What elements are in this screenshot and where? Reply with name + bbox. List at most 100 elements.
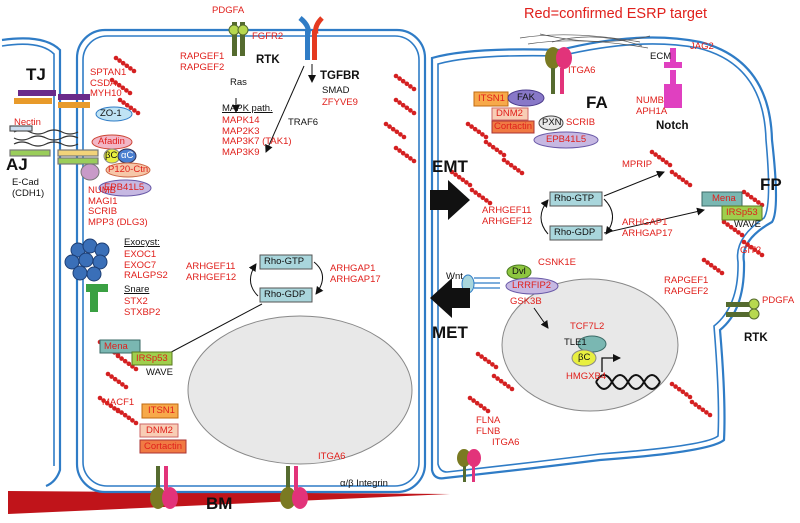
met-arrow-shape	[430, 278, 470, 318]
tgfbr-label: TGFBR	[320, 70, 360, 82]
rho-gef-right: ARHGEF11 ARHGEF12	[482, 205, 533, 227]
mapk-header: MAPK path.	[222, 103, 273, 114]
mena-left-label: Mena	[104, 341, 128, 352]
alpha-catenin-label: αC	[121, 150, 134, 161]
git2-label: GIT2	[740, 245, 762, 256]
exocyst-targets: EXOC1 EXOC7 RALGPS2	[124, 249, 168, 281]
snare-targets: STX2 STXBP2	[124, 296, 161, 318]
epb41l5-right-label: EPB41L5	[546, 134, 587, 145]
scrib-right-label: SCRIB	[566, 117, 596, 128]
rho-gtp-left: Rho-GTP	[264, 256, 305, 267]
rtk-left-label: RTK	[256, 54, 280, 66]
rapgef-right-label: RAPGEF1 RAPGEF2	[664, 275, 709, 297]
tcf7l2-label: TCF7L2	[570, 321, 605, 332]
mprip-label: MPRIP	[622, 159, 653, 170]
epb41l5-left-label: EPB41L5	[104, 182, 145, 193]
basement-membrane	[8, 491, 450, 514]
left-cell-membrane	[1, 28, 427, 494]
fa-label: FA	[586, 93, 608, 112]
itga6-right-bottom-label: ITGA6	[492, 437, 520, 448]
fp-label: FP	[760, 175, 782, 194]
fak-label: FAK	[517, 92, 535, 103]
legend-text: Red=confirmed ESRP target	[524, 6, 708, 22]
rho-gef-left: ARHGEF11 ARHGEF12	[186, 261, 237, 283]
rho-gap-right: ARHGAP1 ARHGAP17	[622, 217, 673, 239]
beta-catenin-right-label: βC	[578, 352, 591, 363]
integrins-right	[457, 47, 572, 482]
emt-label: EMT	[432, 157, 468, 176]
left-nucleus	[187, 315, 413, 465]
jag2-label: JAG2	[690, 41, 714, 52]
dnm2-right-label: DNM2	[496, 108, 523, 119]
dnm2-left-label: DNM2	[146, 425, 173, 436]
right-rho-gdp-box	[549, 225, 603, 241]
wnt-label: Wnt	[446, 271, 463, 282]
met-label: MET	[432, 323, 468, 342]
tgfbr-receptor	[298, 16, 324, 60]
smad-label: SMAD	[322, 85, 350, 96]
nectin-label: Nectin	[14, 117, 41, 128]
fgfr2-label: FGFR2	[252, 31, 284, 42]
notch-targets: NUMB APH1A	[636, 95, 668, 117]
tight-junction-proteins	[14, 90, 133, 122]
mena-right-label: Mena	[712, 193, 736, 204]
dvl-label: Dvl	[512, 266, 526, 277]
rtk-right-label: RTK	[744, 332, 768, 344]
wave-left-label: WAVE	[146, 367, 173, 378]
csnk1e-label: CSNK1E	[538, 257, 577, 268]
adherens-junction-proteins	[9, 125, 99, 165]
macf1-label: MACF1	[102, 397, 135, 408]
beta-catenin-label: βC	[105, 150, 118, 161]
tj-targets: SPTAN1 CSDA MYH10	[90, 67, 127, 99]
bm-label: BM	[206, 494, 233, 513]
snare-header: Snare	[124, 284, 150, 295]
adherens-junction-label: AJ	[6, 155, 28, 174]
left-rho-gdp-box	[259, 287, 313, 303]
notch-receptor	[664, 48, 682, 108]
polarity-targets: NUMB MAGI1 SCRIB MPP3 (DLG3)	[88, 185, 148, 228]
irsp53-right-label: IRSp53	[726, 207, 758, 218]
snare-complex	[86, 284, 108, 292]
emt-arrow-shape	[430, 180, 470, 220]
pdgfa-left-label: PDGFA	[212, 5, 245, 16]
pdgfa-right-label: PDGFA	[762, 295, 795, 306]
zfyve9-label: ZFYVE9	[322, 97, 358, 108]
ecm-fibers	[519, 33, 651, 49]
cortactin-left-label: Cortactin	[144, 441, 183, 452]
exocyst-header: Exocyst:	[124, 237, 160, 248]
left-rho-gtp-box	[259, 254, 313, 270]
tight-junction-label: TJ	[26, 65, 46, 84]
exocyst-vesicles	[64, 238, 110, 282]
hmgxb4-label: HMGXB4	[566, 371, 607, 382]
itga6-left-label: ITGA6	[318, 451, 346, 462]
tle1-label: TLE1	[564, 337, 587, 348]
rapgef-left-label: RAPGEF1 RAPGEF2	[180, 51, 225, 73]
ras-label: Ras	[230, 77, 247, 88]
cortactin-right-label: Cortactin	[494, 121, 533, 132]
right-rho-gtp-box	[549, 191, 603, 207]
ecm-label: ECM	[650, 51, 672, 62]
itsn1-right-label: ITSN1	[478, 93, 505, 104]
zo1-label: ZO-1	[100, 108, 122, 119]
lrrfip2-label: LRRFIP2	[512, 280, 552, 291]
pxn-label: PXN	[542, 117, 562, 128]
itga6-right-label: ITGA6	[568, 65, 596, 76]
rtk-receptor-left	[228, 22, 249, 56]
itsn1-left-label: ITSN1	[148, 405, 175, 416]
rho-gap-left: ARHGAP1 ARHGAP17	[330, 263, 381, 285]
afadin-label: Afadin	[98, 136, 125, 147]
flna-flnb-label: FLNA FLNB	[476, 415, 501, 437]
ecad-label: E-Cad (CDH1)	[12, 177, 45, 199]
rho-gtp-right: Rho-GTP	[554, 193, 595, 204]
rtk-receptor-right	[726, 298, 760, 320]
integrin-label: α/β Integrin	[340, 478, 388, 489]
irsp53-left-label: IRSp53	[136, 353, 168, 364]
rho-gdp-left: Rho-GDP	[264, 289, 306, 300]
p120-label: P120-Ctn	[108, 164, 149, 175]
traf6-label: TRAF6	[288, 117, 319, 128]
gsk3b-label: GSK3B	[510, 296, 542, 307]
wave-right-label: WAVE	[734, 219, 761, 230]
mapk-targets: MAPK14 MAP2K3 MAP3K7 (TAK1) MAP3K9	[222, 115, 292, 158]
